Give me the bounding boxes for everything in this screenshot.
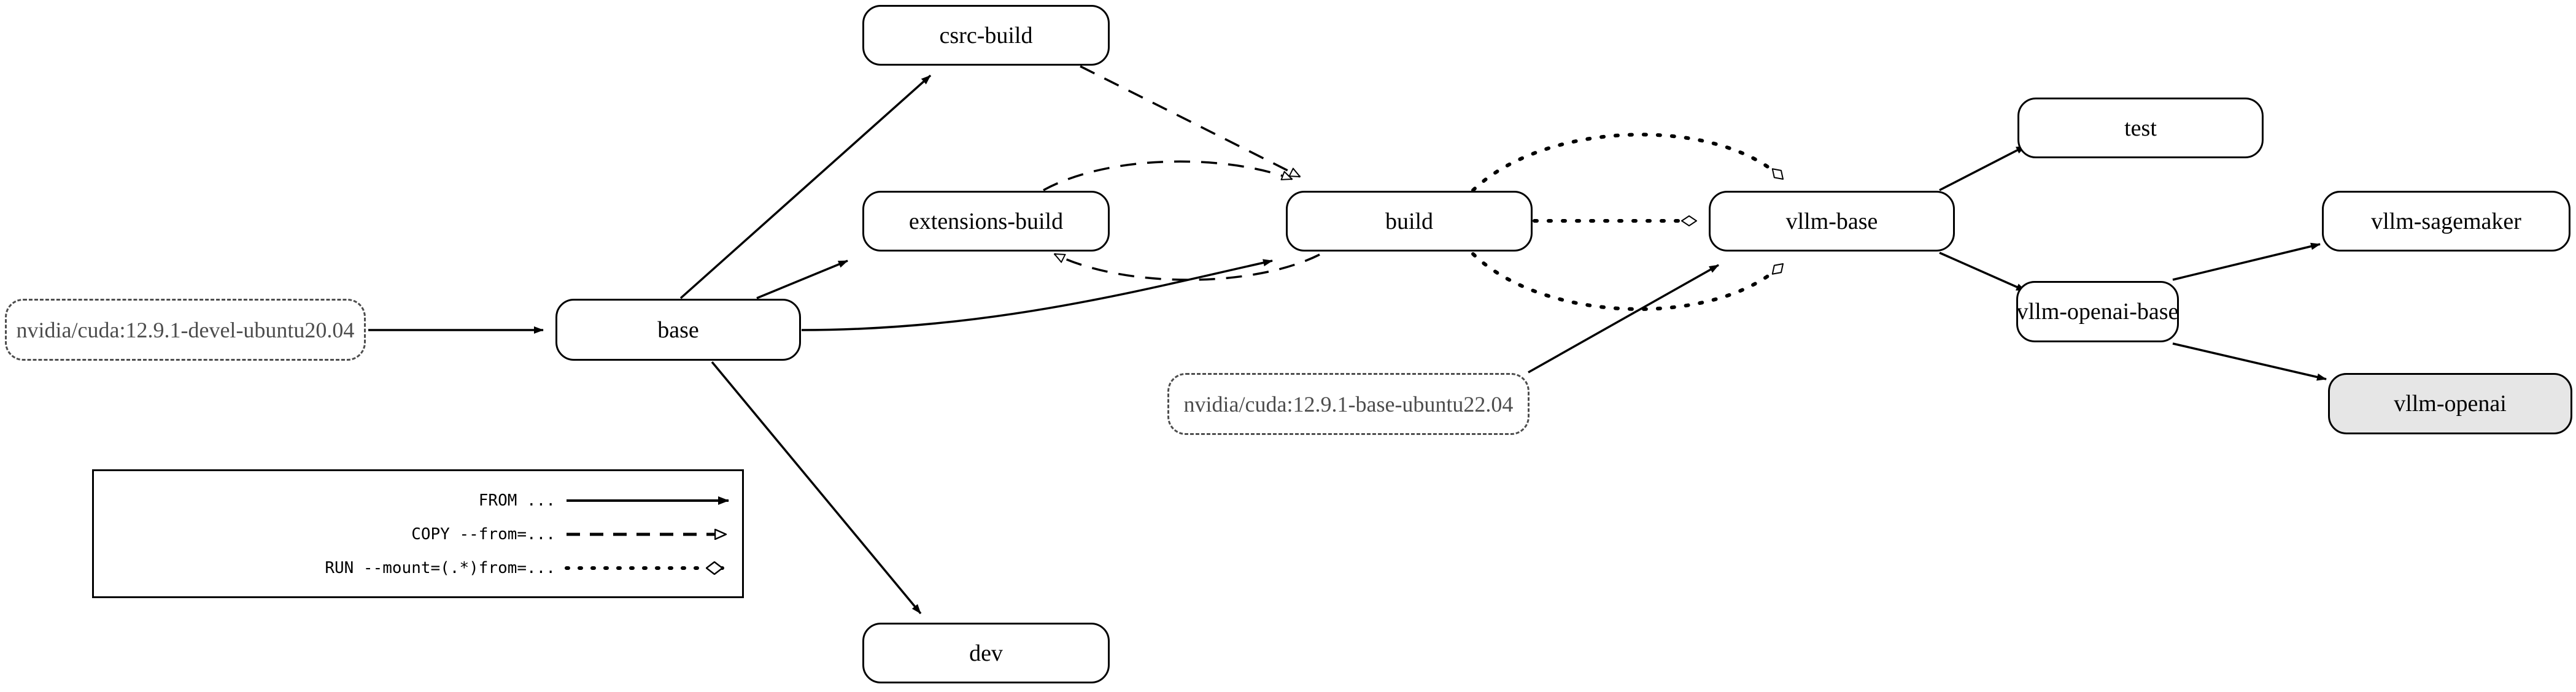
legend-art-run-mount [564, 556, 742, 580]
legend-item-run-mount: RUN --mount=(.*)from=... [94, 556, 742, 580]
edge-base-to-extensions-build [756, 260, 848, 299]
edge-base-to-csrc-build [679, 74, 932, 299]
node-label: extensions-build [908, 208, 1064, 234]
edge-vllm-base-to-vllm-openai-base [1939, 252, 2026, 292]
edge-csrc-build-to-build [1080, 65, 1300, 178]
node-label: test [2124, 115, 2157, 141]
node-label: vllm-openai-base [2016, 299, 2179, 325]
node-base[interactable]: base [555, 299, 801, 361]
node-label: nvidia/cuda:12.9.1-base-ubuntu22.04 [1183, 391, 1514, 417]
node-vllm-base[interactable]: vllm-base [1709, 191, 1955, 252]
edge-vllm-base-to-test [1939, 145, 2026, 191]
legend-label-copy: COPY --from=... [411, 525, 555, 544]
node-label: csrc-build [939, 22, 1033, 48]
node-label: base [657, 317, 699, 343]
legend-item-from: FROM ... [94, 488, 742, 513]
node-vllm-sagemaker[interactable]: vllm-sagemaker [2322, 191, 2570, 252]
edge-vllm-base-to-build-bottom [1471, 252, 1785, 311]
node-label: vllm-openai [2394, 391, 2507, 417]
legend: FROM ... COPY --from=... [92, 469, 744, 598]
node-extensions-build[interactable]: extensions-build [862, 191, 1110, 252]
node-cuda-devel[interactable]: nvidia/cuda:12.9.1-devel-ubuntu20.04 [5, 299, 366, 361]
edge-build-to-extensions-build [1054, 253, 1320, 281]
legend-label-run-mount: RUN --mount=(.*)from=... [325, 559, 555, 577]
edge-extensions-build-to-build [1043, 160, 1292, 191]
edge-base-to-dev [711, 361, 922, 615]
node-csrc-build[interactable]: csrc-build [862, 5, 1110, 66]
edge-base-to-build [801, 259, 1273, 331]
node-vllm-openai-base[interactable]: vllm-openai-base [2016, 281, 2179, 342]
node-label: vllm-sagemaker [2371, 208, 2521, 234]
node-label: nvidia/cuda:12.9.1-devel-ubuntu20.04 [16, 317, 355, 342]
legend-art-copy [564, 522, 742, 547]
legend-item-copy: COPY --from=... [94, 522, 742, 547]
node-cuda-base[interactable]: nvidia/cuda:12.9.1-base-ubuntu22.04 [1167, 373, 1530, 435]
edge-build-to-vllm-base-top [1471, 133, 1785, 192]
node-vllm-openai[interactable]: vllm-openai [2328, 373, 2572, 434]
legend-art-from [564, 488, 742, 513]
edge-vllm-openai-base-to-vllm-openai [2172, 342, 2327, 381]
edge-vllm-openai-base-to-vllm-sagemaker [2172, 242, 2321, 281]
node-test[interactable]: test [2017, 98, 2264, 158]
edge-cuda-base-to-vllm-base [1528, 264, 1719, 374]
node-label: dev [969, 640, 1003, 666]
node-build[interactable]: build [1286, 191, 1533, 252]
node-label: vllm-base [1785, 208, 1878, 234]
node-dev[interactable]: dev [862, 623, 1110, 683]
legend-label-from: FROM ... [478, 491, 555, 510]
node-label: build [1385, 208, 1434, 234]
